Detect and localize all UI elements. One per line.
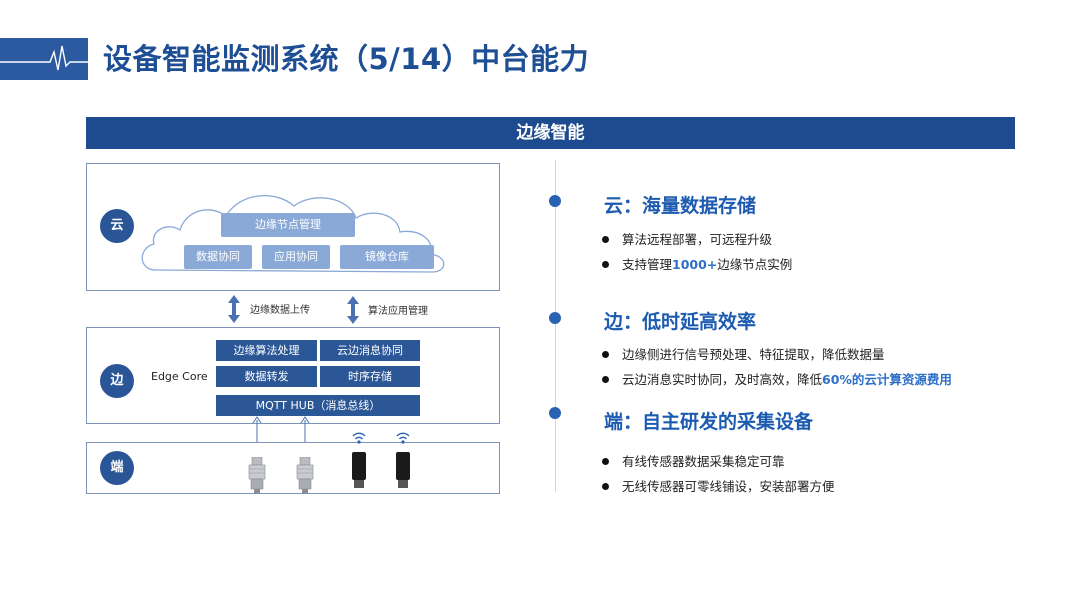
up-down-arrow-icon: [228, 295, 240, 323]
wireless-sensor-icon: [396, 432, 410, 488]
data-collaboration-box: 数据协同: [184, 245, 252, 269]
cloud-layer-badge: 云: [100, 209, 134, 243]
up-down-arrow-icon: [347, 296, 359, 324]
timeline-dot: [549, 195, 561, 207]
edge-data-upload-label: 边缘数据上传: [250, 305, 310, 316]
header-accent-bar: [0, 38, 88, 80]
timeline-dot: [549, 312, 561, 324]
image-repository-box: 镜像仓库: [340, 245, 434, 269]
mqtt-hub-box: MQTT HUB（消息总线）: [216, 395, 420, 416]
edge-bullet: 云边消息实时协同，及时高效，降低60%的云计算资源费用: [602, 369, 952, 388]
device-layer-badge: 端: [100, 451, 134, 485]
wired-sensor-icon: [248, 457, 266, 493]
timeseries-storage-box: 时序存储: [320, 366, 420, 387]
edge-algorithm-box: 边缘算法处理: [216, 340, 317, 361]
device-bullet: 无线传感器可零线铺设，安装部署方便: [602, 476, 835, 495]
edge-layer-badge: 边: [100, 364, 134, 398]
wired-sensor-icon: [296, 457, 314, 493]
app-collaboration-box: 应用协同: [262, 245, 330, 269]
section-banner: 边缘智能: [86, 117, 1015, 149]
wireless-sensor-icon: [352, 432, 366, 488]
algorithm-app-management-label: 算法应用管理: [368, 306, 428, 317]
edge-bullet: 边缘侧进行信号预处理、特征提取，降低数据量: [602, 344, 885, 363]
device-layer: [86, 442, 500, 494]
cloud-bullet: 支持管理1000+边缘节点实例: [602, 254, 792, 273]
device-bullet: 有线传感器数据采集稳定可靠: [602, 451, 785, 470]
heartbeat-icon: [0, 45, 88, 71]
device-heading: 端：自主研发的采集设备: [604, 411, 814, 433]
cloud-bullet: 算法远程部署，可远程升级: [602, 229, 772, 248]
timeline-dot: [549, 407, 561, 419]
cloud-heading: 云：海量数据存储: [604, 195, 757, 217]
edge-core-label: Edge Core: [151, 370, 208, 383]
data-forwarding-box: 数据转发: [216, 366, 317, 387]
timeline-line: [555, 160, 556, 492]
edge-node-management-box: 边缘节点管理: [221, 213, 355, 237]
edge-heading: 边：低时延高效率: [604, 311, 757, 333]
page-title: 设备智能监测系统（5/14）中台能力: [103, 42, 590, 76]
cloud-edge-messaging-box: 云边消息协同: [320, 340, 420, 361]
